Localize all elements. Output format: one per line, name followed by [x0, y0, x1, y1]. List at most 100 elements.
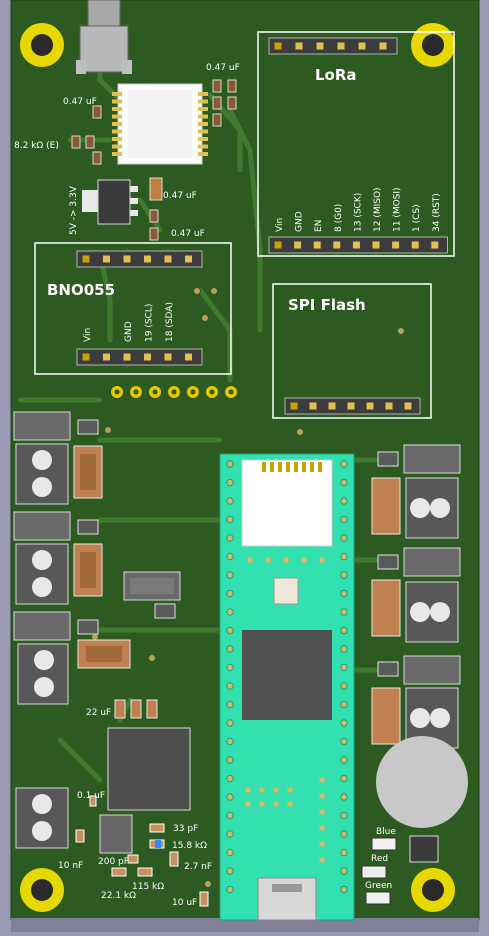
rf-pin [198, 137, 208, 141]
teensy-pin-inner [245, 787, 251, 793]
bno055-bottom-header-body [76, 348, 203, 366]
rf-pin [112, 137, 122, 141]
lora-bottom-header-pin [294, 241, 302, 249]
bno055-pin-label: 19 (SCL) [145, 304, 155, 342]
teensy-pin-right [340, 848, 348, 857]
buck-ic [99, 814, 133, 854]
bno055-bottom-header-pin [103, 353, 110, 361]
spi-flash-header-pin [347, 402, 355, 410]
spi-flash-module-outline [272, 283, 432, 419]
small-transistors-left [77, 419, 176, 635]
lora-top-header-pin [274, 42, 282, 50]
teensy-pin-left [226, 608, 234, 616]
lora-top-header-body [268, 37, 398, 55]
gold-pad-hole [209, 389, 215, 395]
label-cap-22u: 22 uF [86, 708, 111, 718]
lora-bottom-header-pin [392, 241, 400, 249]
smd-components-top [71, 79, 237, 241]
rf-pin [198, 152, 208, 156]
label-res-115k: 115 kΩ [132, 882, 164, 892]
rf-pin [112, 129, 122, 134]
rf-pin [198, 92, 208, 96]
label-regulator: 5V -> 3.3V [69, 185, 79, 235]
lora-top-header-pin [316, 42, 324, 50]
teensy-pin-left [226, 756, 234, 764]
left-connectors [13, 411, 181, 849]
rf-pin [198, 99, 208, 104]
teensy-pin-inner [319, 841, 325, 847]
teensy-pin-right [340, 626, 348, 635]
rf-pin [198, 122, 208, 126]
teensy-pin-left [226, 774, 234, 783]
teensy-pin-inner [259, 801, 265, 807]
usb-connector [257, 877, 317, 921]
lora-top-header-pin [295, 42, 303, 50]
label-led-green: Green [365, 881, 392, 891]
teensy-pin-left [226, 589, 234, 598]
gold-pad-row [111, 386, 237, 398]
bno055-bottom-header [76, 348, 203, 366]
lora-bottom-header-pin [372, 241, 380, 249]
teensy-pin-inner [273, 801, 279, 807]
voltage-regulator [82, 179, 138, 225]
mounting-hole-top-left [20, 23, 64, 67]
spi-flash-header-pin [309, 402, 317, 410]
mounting-hole-bottom-left [20, 868, 64, 912]
label-cap-200p: 200 pF [98, 857, 129, 867]
bno055-top-header-pin [144, 255, 151, 263]
lora-bottom-header-pin [411, 241, 419, 249]
label-cap-047-d: 0.47 uF [171, 229, 205, 239]
teensy-pin-inner [287, 801, 293, 807]
bno055-module-outline [34, 242, 232, 375]
teensy-pin-inner [319, 557, 325, 563]
teensy-pin-right [340, 608, 348, 616]
small-transistors-right [377, 451, 399, 677]
sd-pin [278, 462, 282, 472]
teensy-pin-inner [247, 557, 253, 563]
sd-pin [318, 462, 322, 472]
lora-bottom-header [268, 236, 448, 254]
rf-pin [112, 107, 122, 111]
lora-pin-label: Vin [275, 218, 285, 232]
copper-traces [17, 42, 383, 783]
bno055-top-header-pin [123, 255, 131, 263]
spi-flash-header-pin [290, 402, 298, 410]
teensy-pin-right [340, 719, 348, 727]
lora-top-header-pin [358, 42, 366, 50]
sd-pin [270, 462, 274, 472]
teensy-pin-inner [273, 787, 279, 793]
sd-pin [262, 462, 266, 472]
bno055-top-header-pin [164, 255, 172, 263]
rf-pin [112, 144, 122, 149]
bno055-bottom-header-pin [144, 353, 151, 361]
teensy-pin-right [340, 478, 348, 487]
power-inductor [107, 727, 191, 811]
lora-pin-label: 34 (RST) [432, 193, 442, 232]
teensy-pin-right [340, 460, 348, 468]
teensy-pin-left [226, 515, 234, 524]
spi-flash-header [284, 397, 421, 415]
teensy-pin-right [340, 552, 348, 561]
teensy-pin-left [226, 497, 234, 505]
lora-bottom-header-pin [333, 241, 341, 249]
bno055-top-header-pin [103, 255, 110, 263]
gold-pad-hole [133, 389, 139, 395]
teensy-pin-inner [259, 787, 265, 793]
teensy-pin-left [226, 885, 234, 894]
spi-flash-title: SPI Flash [288, 296, 366, 314]
sd-pin [302, 462, 306, 472]
rf-pin [198, 144, 208, 149]
antenna-connector [76, 0, 132, 74]
vias [91, 287, 405, 888]
gold-pad-hole [114, 389, 120, 395]
teensy-pin-left [226, 626, 234, 635]
bno055-top-header-pin [185, 255, 192, 263]
teensy-pin-right [340, 830, 348, 838]
label-cap-33p: 33 pF [173, 824, 198, 834]
rf-pin [198, 107, 208, 111]
teensy-pin-left [226, 552, 234, 561]
lora-pin-label: 11 (MOSI) [393, 187, 403, 232]
spi-flash-header-pin [385, 402, 393, 410]
